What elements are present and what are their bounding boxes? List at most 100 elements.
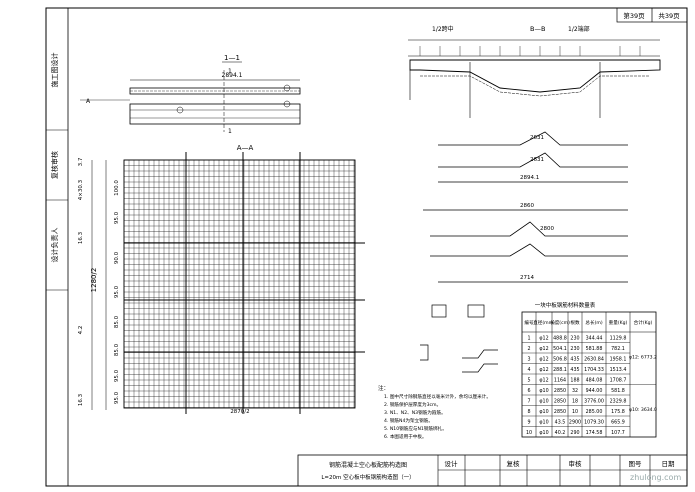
table-cell: 435 <box>570 367 579 373</box>
table-cell: 8 <box>527 409 530 415</box>
detail-shapes <box>420 304 498 373</box>
page-number: 第39页 <box>623 11 645 20</box>
table-cell: φ12 <box>539 367 548 373</box>
bar-dim-2: 2631 <box>530 157 544 163</box>
cut-label-bottom: 1 <box>228 128 232 135</box>
grid-bottom-dim: 2870/2 <box>230 409 249 415</box>
table-cell: 488.8 <box>553 336 567 342</box>
note-5: 5. N10钢筋应与N1钢筋绑扎。 <box>384 425 447 432</box>
bar-dim-1: 2631 <box>530 135 544 141</box>
table-header: 合计(Kg) <box>634 319 653 326</box>
title-block <box>297 454 688 487</box>
table-cell: 1129.8 <box>610 336 627 342</box>
table-cell: 285.00 <box>586 409 603 415</box>
date-label: 日期 <box>662 460 676 468</box>
left-strip-frame <box>45 7 69 487</box>
vdim-9: 4×30.3 <box>78 179 84 200</box>
bar-dim-3: 2894.1 <box>520 175 539 181</box>
page-total: 共39页 <box>658 11 680 20</box>
note-2: 2. 钢筋保护层厚度为3cm。 <box>384 401 441 408</box>
table-cell: φ12 <box>539 346 548 352</box>
table-cell: 2900 <box>569 420 581 426</box>
note-3: 3. N1、N2、N3钢筋为箍筋。 <box>384 409 446 416</box>
cut-label-top: 1 <box>228 68 232 75</box>
drawing-no-label: 图号 <box>629 460 643 468</box>
table-cell: φ10 <box>539 409 548 415</box>
review-label: 复核 <box>507 459 521 468</box>
vdim-2: 95.0 <box>114 211 120 224</box>
bar-dim-4: 2860 <box>520 203 534 209</box>
table-cell: 782.1 <box>611 346 625 352</box>
table-header: 编号 <box>524 319 534 326</box>
note-1: 1. 图中尺寸除钢筋直径以毫米计外，余均以厘米计。 <box>384 393 491 400</box>
strip-label-1: 施工图设计 <box>50 53 59 88</box>
bar-dim-6: 2714 <box>520 275 534 281</box>
table-cell: 1164 <box>554 378 566 384</box>
table-cell: 2850 <box>554 399 566 405</box>
table-header: 根数 <box>570 319 580 326</box>
table-cell: 188 <box>570 378 579 384</box>
table-cell: 6 <box>527 388 530 394</box>
section-aa-title: A—A <box>237 144 254 152</box>
vdim-6: 85.0 <box>114 343 120 356</box>
table-cell: 43.5 <box>555 420 566 426</box>
notes: 注： 1. 图中尺寸除钢筋直径以毫米计外，余均以厘米计。 2. 钢筋保护层厚度为… <box>378 384 491 440</box>
table-cell: 18 <box>572 399 578 405</box>
table-total-1: φ12: 6773.2 <box>629 354 657 360</box>
table-cell: 581.88 <box>586 346 603 352</box>
table-cell: 230 <box>570 336 579 342</box>
vdim-8: 95.0 <box>114 391 120 404</box>
table-cell: 230 <box>570 346 579 352</box>
design-label: 设计 <box>445 459 459 468</box>
vertical-dims: 100.0 95.0 90.0 95.0 85.0 85.0 95.0 95.0… <box>78 157 120 406</box>
material-table: 一块中板钢筋材料数量表 编号直径(mm)长度(cm)根数总长(m)重量(Kg)合… <box>521 301 657 438</box>
table-cell: 32 <box>572 388 578 394</box>
strip-label-3: 设计负责人 <box>50 228 59 263</box>
table-cell: φ10 <box>539 388 548 394</box>
vdim-3: 90.0 <box>114 251 120 264</box>
table-cell: φ10 <box>539 420 548 426</box>
table-border <box>521 311 657 438</box>
table-cell: φ10 <box>539 430 548 436</box>
note-6: 6. 本图适用于中板。 <box>384 433 427 440</box>
table-cell: φ12 <box>539 378 548 384</box>
table-cell: 1958.1 <box>610 357 627 363</box>
table-cell: 3 <box>527 357 530 363</box>
table-cell: 3776.00 <box>584 399 604 405</box>
table-cell: 107.7 <box>611 430 625 436</box>
vdim-11: 16.3 <box>78 393 84 406</box>
length-label: 1280/2 <box>90 268 98 293</box>
approve-label: 审核 <box>569 459 583 468</box>
table-header: 长度(cm) <box>550 319 570 326</box>
vdim-1: 100.0 <box>114 180 120 196</box>
table-cell: 1708.7 <box>610 378 627 384</box>
table-cell: 2 <box>527 346 530 352</box>
vdim-10: 16.3 <box>78 231 84 244</box>
table-cell: 1079.30 <box>584 420 604 426</box>
table-cell: 435 <box>570 357 579 363</box>
table-cell: 2850 <box>554 409 566 415</box>
notes-title: 注： <box>378 384 389 392</box>
table-cell: 290 <box>570 430 579 436</box>
vdim-5: 85.0 <box>114 315 120 328</box>
table-cell: 944.00 <box>586 388 603 394</box>
table-cell: 581.8 <box>611 388 625 394</box>
view-bb-title: B—B <box>530 25 545 33</box>
table-title: 一块中板钢筋材料数量表 <box>535 301 596 309</box>
table-cell: 665.9 <box>611 420 625 426</box>
table-cell: 5 <box>527 378 530 384</box>
table-cell: 10 <box>572 409 578 415</box>
grid-border <box>123 159 356 409</box>
half-end-label: 1/2端部 <box>568 25 590 33</box>
strip-label-2: 复核审核 <box>50 151 59 179</box>
table-cell: 4 <box>527 367 530 373</box>
table-header: 重量(Kg) <box>609 319 628 326</box>
sheet-title-2: L=20m 空心板中板钢筋构造图（一） <box>321 473 414 481</box>
table-cell: φ12 <box>539 336 548 342</box>
rebar-grid <box>123 152 365 414</box>
table-cell: 344.44 <box>586 336 603 342</box>
vdim-4: 95.0 <box>114 285 120 298</box>
table-cell: 174.58 <box>586 430 603 436</box>
sheet-title-1: 钢筋混凝土空心板配筋构造图 <box>329 461 407 469</box>
